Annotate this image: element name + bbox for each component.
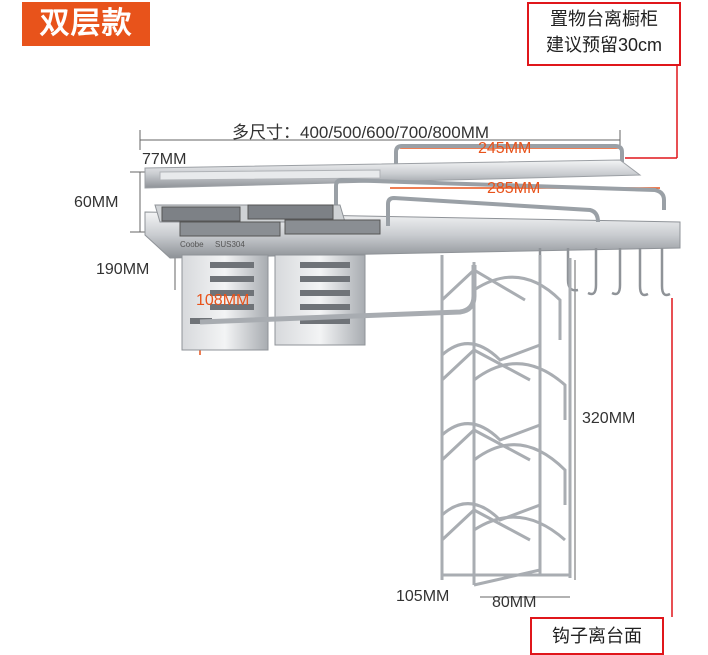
cabinet-clearance-line2: 建议预留30cm [545,35,662,55]
lower-rail-label: 285MM [487,180,541,197]
cup-height-label: 108MM [196,292,250,309]
depth-top-label: 77MM [142,151,187,168]
cabinet-clearance-note: 置物台离橱柜 建议预留30cm [527,2,681,66]
length-options-label: 多尺寸：400/500/600/700/800MM [232,123,490,142]
hook-height-note: 钩子离台面 [530,617,664,655]
brand-mark: Coobe [180,240,204,249]
depth-cup-label: 190MM [96,261,150,278]
lid-rack-width-label: 80MM [492,594,537,611]
lid-rack-height-label: 320MM [582,410,636,427]
cabinet-clearance-line1: 置物台离橱柜 [550,9,658,29]
height-label: 60MM [74,194,119,211]
material-mark: SUS304 [215,240,245,249]
top-rail-label: 245MM [478,140,532,157]
lid-rack-depth-label: 105MM [396,588,450,605]
variant-badge: 双层款 [22,2,150,46]
